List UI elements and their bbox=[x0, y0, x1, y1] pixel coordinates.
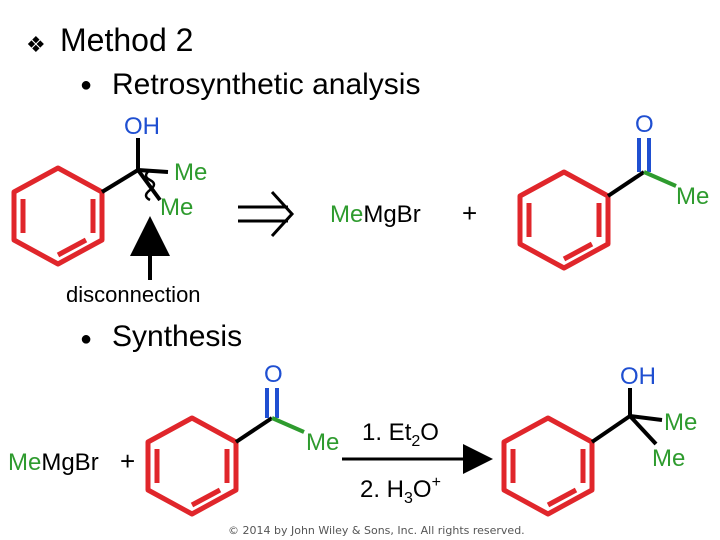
reaction-step-1: 1. Et2O bbox=[362, 419, 439, 450]
synthesis-product-oh-label: OH bbox=[620, 363, 656, 390]
synthesis-product-ring-bond bbox=[590, 414, 632, 444]
retro-c-me-bond bbox=[137, 168, 169, 174]
synthesis-reagent: MeMgBr bbox=[8, 449, 99, 476]
retro-c-me2-bond bbox=[136, 168, 162, 202]
retro-ketone-me-bond bbox=[643, 170, 677, 188]
retro-ketone-me-label: Me bbox=[676, 183, 709, 210]
retro-plus: + bbox=[462, 198, 477, 228]
synthesis-bullet-icon: ● bbox=[80, 328, 93, 350]
synthesis-label: Synthesis bbox=[112, 320, 243, 353]
synthesis-product-benzene-ring bbox=[501, 415, 595, 517]
retro-label: Retrosynthetic analysis bbox=[112, 68, 421, 101]
copyright-notice: © 2014 by John Wiley & Sons, Inc. All ri… bbox=[228, 524, 525, 537]
synthesis-ketone-o-label: O bbox=[264, 361, 283, 388]
retro-bullet-icon: ● bbox=[80, 74, 93, 96]
heading-bullet-icon: ❖ bbox=[26, 32, 46, 57]
retro-ketone-benzene-ring bbox=[517, 169, 611, 271]
retro-oh-label: OH bbox=[124, 113, 160, 140]
retro-me-label-1: Me bbox=[174, 159, 207, 186]
synthesis-ketone-ring-bond bbox=[234, 416, 274, 444]
retro-product-benzene-ring bbox=[11, 165, 105, 267]
heading-title: Method 2 bbox=[60, 22, 194, 58]
synthesis-ketone-me-label: Me bbox=[306, 429, 339, 456]
retro-ketone-o-label: O bbox=[635, 111, 654, 138]
synthesis-product-c-me-bond bbox=[629, 414, 663, 422]
retrosynthetic-arrow-icon bbox=[238, 190, 295, 238]
retro-me-label-2: Me bbox=[160, 194, 193, 221]
disconnection-label: disconnection bbox=[66, 282, 201, 307]
disconnection-squiggle-icon bbox=[144, 169, 156, 202]
synthesis-ketone-me-bond bbox=[271, 416, 305, 434]
reaction-step-2: 2. H3O+ bbox=[360, 474, 441, 507]
synthesis-product-me-label-2: Me bbox=[652, 445, 685, 472]
retro-reagent: MeMgBr bbox=[330, 201, 421, 228]
synthesis-product-me-label-1: Me bbox=[664, 409, 697, 436]
synthesis-ketone-benzene-ring bbox=[145, 415, 239, 517]
synthesis-plus: + bbox=[120, 446, 135, 476]
retro-ring-to-carbon-bond bbox=[100, 168, 140, 194]
retro-ketone-ring-bond bbox=[606, 170, 646, 198]
synthesis-product-c-me2-bond bbox=[628, 414, 658, 446]
